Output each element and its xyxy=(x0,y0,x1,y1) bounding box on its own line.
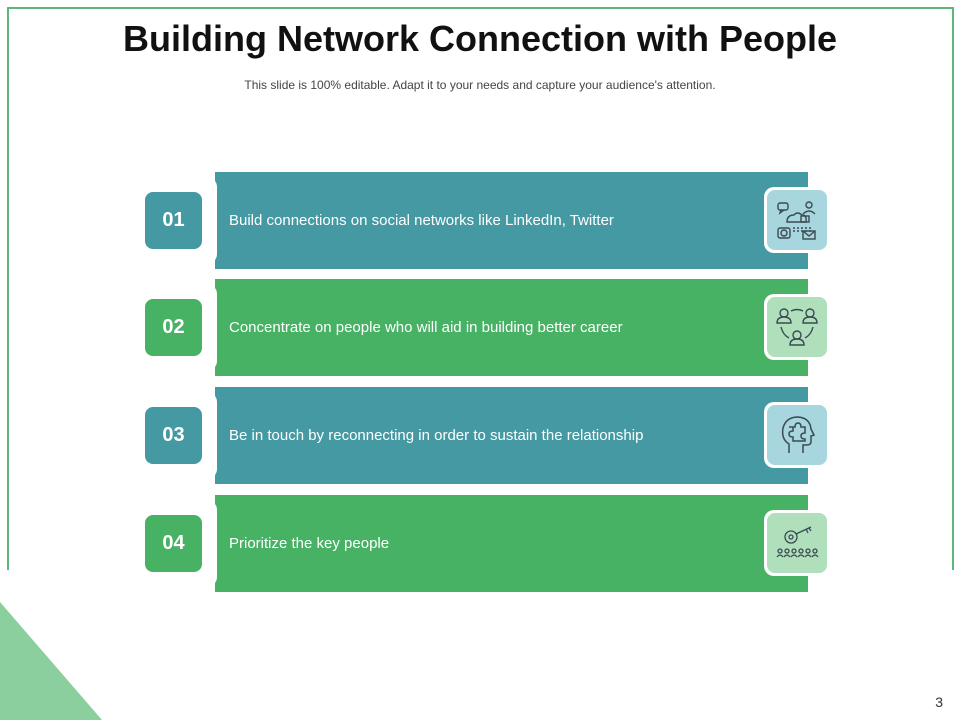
head-puzzle-icon xyxy=(781,416,816,453)
icon-box xyxy=(764,294,830,360)
list-item: 01 Build connections on social networks … xyxy=(145,172,830,269)
row-number: 04 xyxy=(145,515,202,572)
row-band xyxy=(215,387,808,484)
row-band xyxy=(215,172,808,269)
slide-subtitle: This slide is 100% editable. Adapt it to… xyxy=(244,78,716,92)
page-number: 3 xyxy=(935,694,943,710)
row-number: 03 xyxy=(145,407,202,464)
icon-box xyxy=(764,187,830,253)
row-text: Be in touch by reconnecting in order to … xyxy=(229,427,644,444)
key-people-icon xyxy=(776,526,819,558)
list-item: 02 Concentrate on people who will aid in… xyxy=(145,279,830,376)
slide-title: Building Network Connection with People xyxy=(122,18,837,59)
icon-box xyxy=(764,510,830,576)
row-text: Concentrate on people who will aid in bu… xyxy=(229,319,623,336)
row-band xyxy=(215,495,808,592)
row-text: Build connections on social networks lik… xyxy=(229,212,614,229)
list-item: 03 Be in touch by reconnecting in order … xyxy=(145,387,830,484)
list-item: 04 Prioritize the key people xyxy=(145,495,830,592)
row-number: 02 xyxy=(145,299,202,356)
slide-frame xyxy=(7,7,954,570)
social-network-icon xyxy=(777,201,816,240)
row-number: 01 xyxy=(145,192,202,249)
icon-box xyxy=(764,402,830,468)
row-text: Prioritize the key people xyxy=(229,535,390,552)
row-band xyxy=(215,279,808,376)
people-cycle-icon xyxy=(776,308,818,346)
corner-triangle xyxy=(0,602,102,720)
